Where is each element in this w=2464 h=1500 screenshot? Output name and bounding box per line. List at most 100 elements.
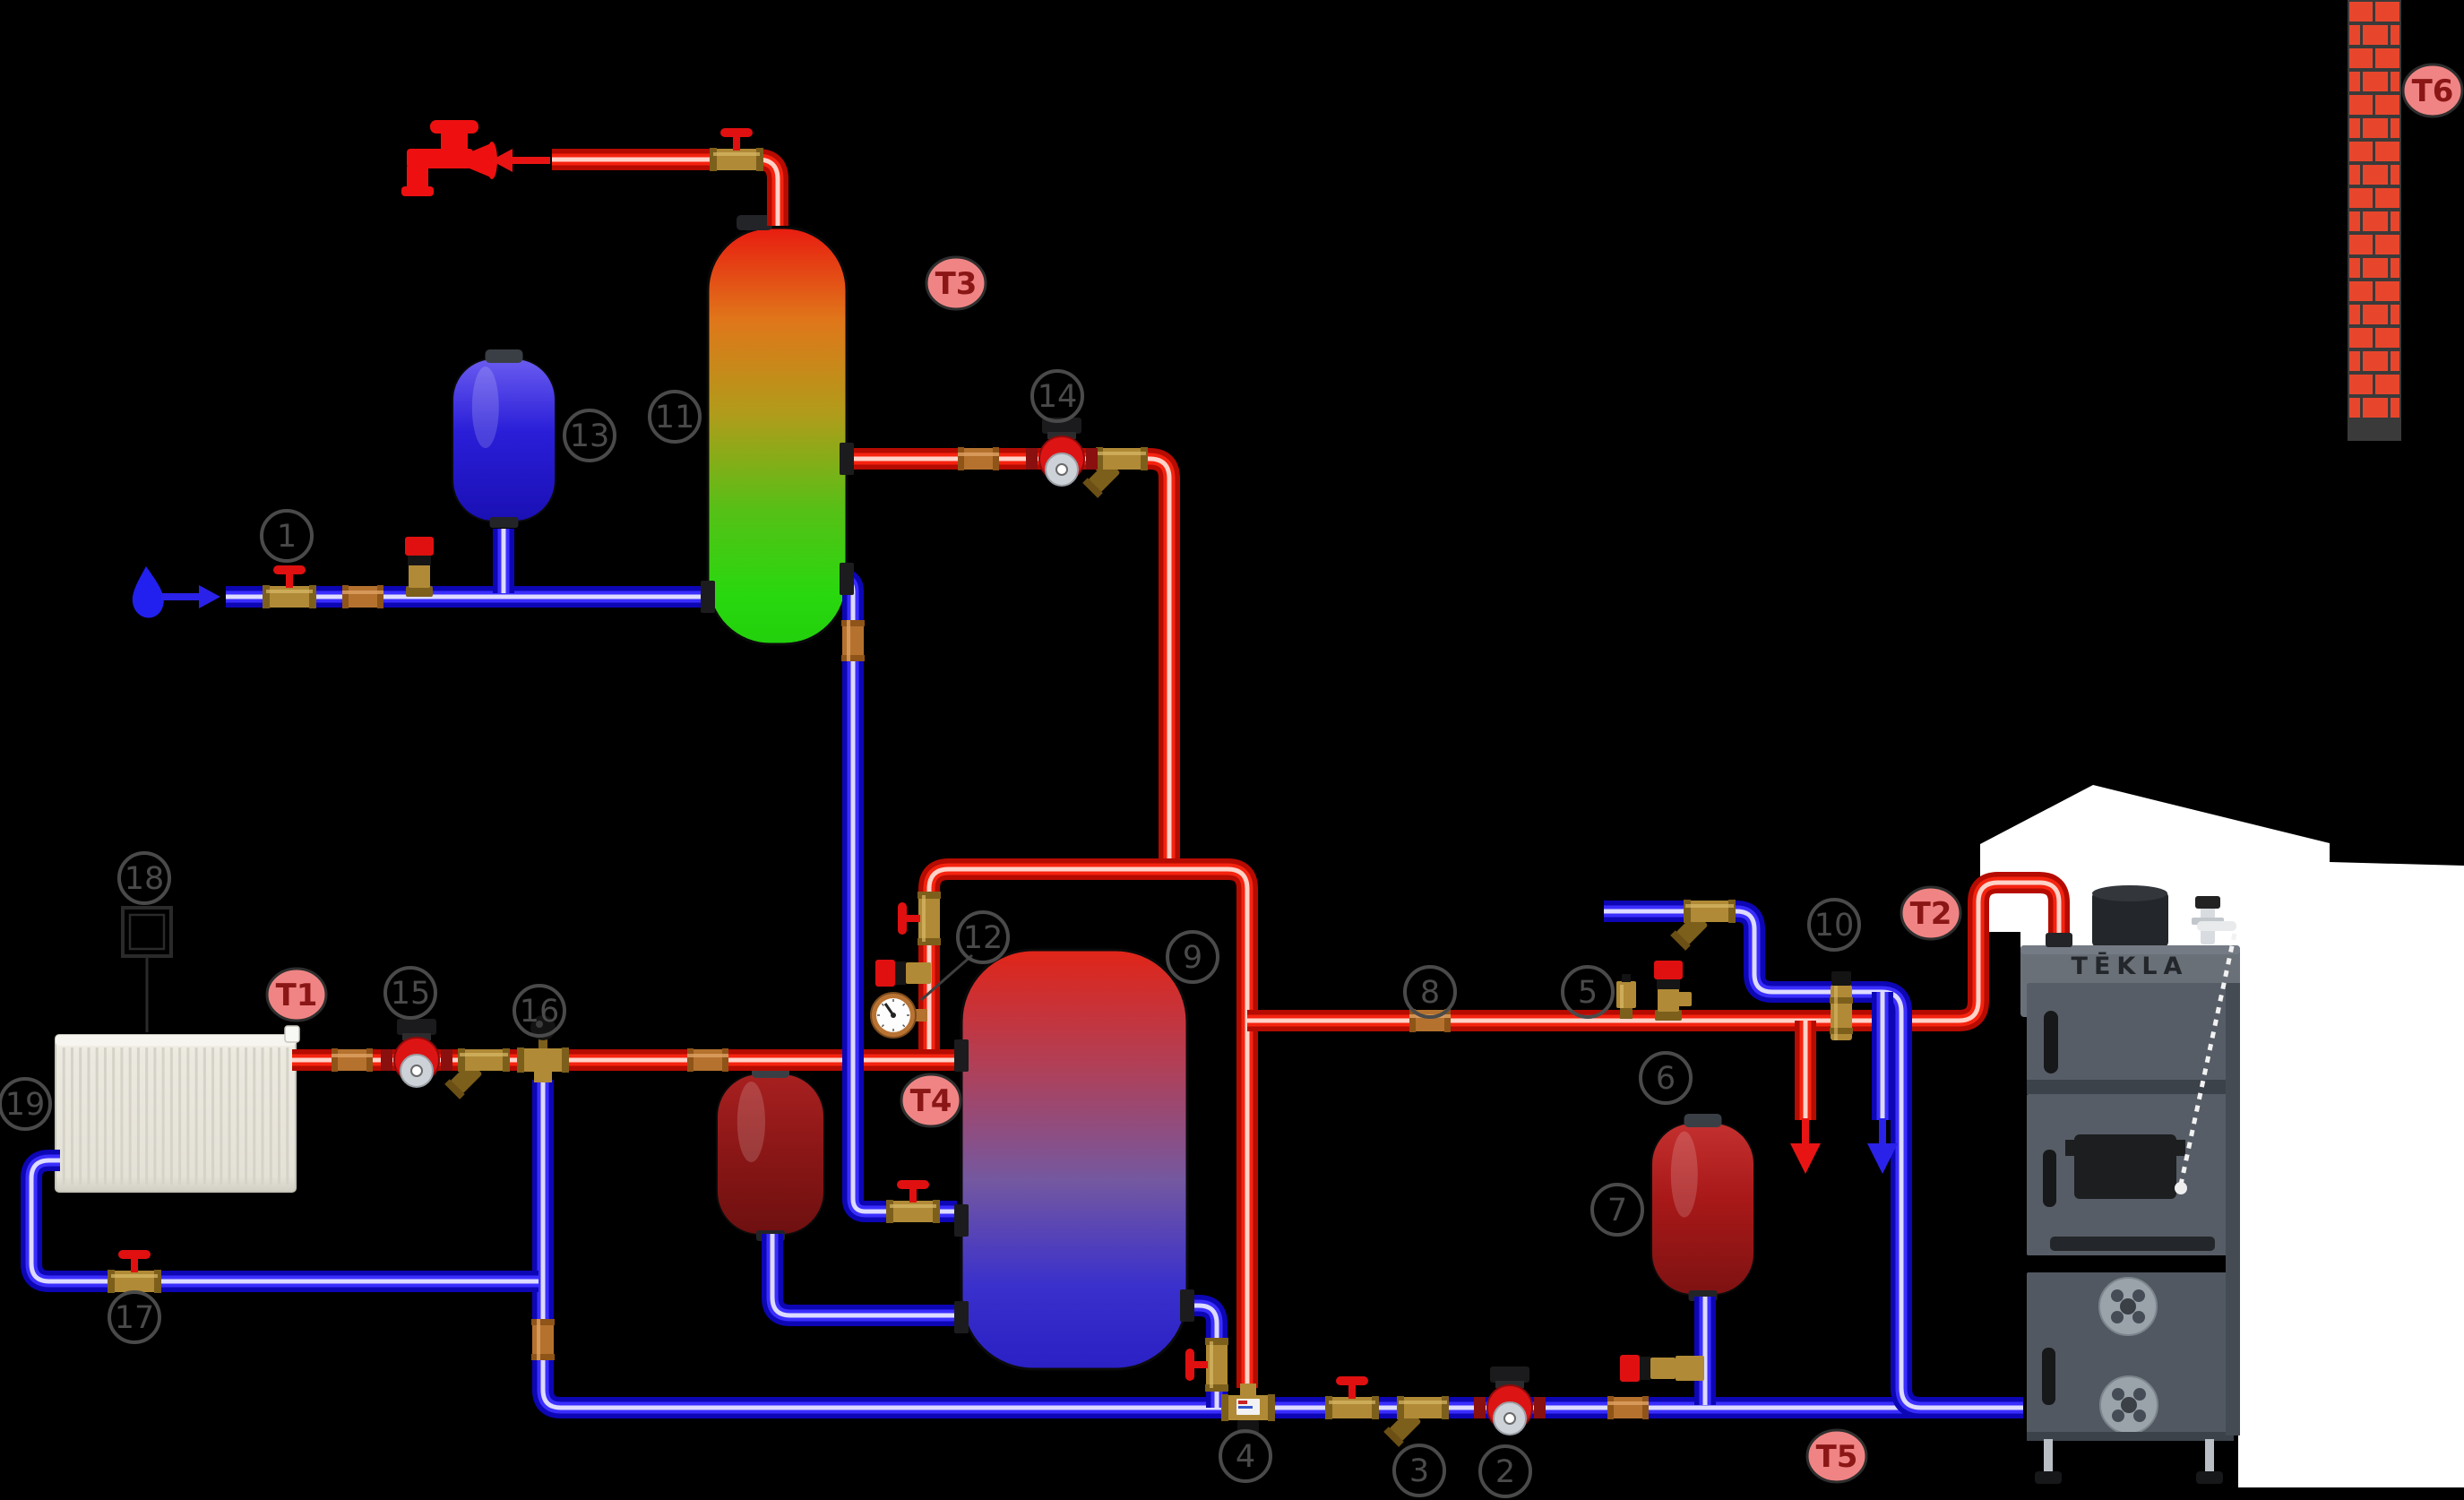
fill-flow-arrow <box>161 585 220 608</box>
tank9-port <box>1180 1289 1194 1322</box>
temp-label-T3: T3 <box>925 255 987 311</box>
buffer-tank-9 <box>960 948 1189 1371</box>
brick-chimney <box>2348 0 2401 441</box>
pipe-hot-header <box>918 858 1258 1388</box>
label-4: 4 <box>1219 1429 1272 1483</box>
svg-text:T5: T5 <box>1816 1439 1858 1475</box>
room-thermostat-18 <box>121 906 173 1032</box>
svg-text:3: 3 <box>1409 1453 1429 1489</box>
circuit-return-arrow <box>1867 1118 1898 1174</box>
label-9: 9 <box>1166 930 1219 984</box>
label-16: 16 <box>513 984 566 1038</box>
vessel7-safety-valve <box>1620 1355 1704 1382</box>
coupling <box>332 1048 373 1072</box>
tank9-port <box>954 1204 969 1237</box>
pump-14 <box>1026 418 1098 487</box>
strainer <box>1082 447 1148 498</box>
label-11: 11 <box>648 390 702 444</box>
components <box>108 120 2072 1447</box>
svg-text:14: 14 <box>1038 379 1078 415</box>
temp-label-T5: T5 <box>1805 1428 1868 1484</box>
expansion-vessel-7 <box>1650 1114 1755 1301</box>
label-14: 14 <box>1030 369 1084 423</box>
thermometer-12 <box>870 992 927 1039</box>
label-3: 3 <box>1392 1444 1446 1497</box>
svg-text:10: 10 <box>1814 908 1855 944</box>
label-17: 17 <box>108 1290 161 1344</box>
fill-safety-valve <box>405 537 434 597</box>
blower-cover-icon <box>2099 1375 2158 1435</box>
svg-text:4: 4 <box>1236 1439 1255 1475</box>
tap-flow-arrow <box>491 149 550 172</box>
circuit-supply-arrow <box>1790 1118 1821 1174</box>
svg-text:11: 11 <box>655 400 695 435</box>
strainer-3 <box>1383 1396 1449 1447</box>
label-5: 5 <box>1561 965 1615 1019</box>
expansion-vessel-13 <box>452 349 556 528</box>
svg-text:T3: T3 <box>935 266 978 302</box>
boiler-leg <box>2035 1439 2062 1484</box>
coupling <box>1607 1396 1649 1419</box>
label-8: 8 <box>1403 965 1457 1019</box>
label-2: 2 <box>1478 1444 1532 1498</box>
svg-text:5: 5 <box>1578 975 1598 1011</box>
svg-text:TĒKLA: TĒKLA <box>2072 952 2189 980</box>
riser-valve <box>886 1180 940 1223</box>
label12-pointer <box>920 953 973 1002</box>
air-damper-box <box>2065 1134 2185 1199</box>
svg-text:18: 18 <box>125 861 165 897</box>
tap-line-valve <box>710 128 763 171</box>
tank9-port <box>954 1039 969 1072</box>
svg-text:T2: T2 <box>1910 896 1952 932</box>
label-1: 1 <box>260 509 314 563</box>
return-strainer <box>1670 900 1736 951</box>
strainer <box>444 1048 510 1099</box>
pipe-dhw-out <box>844 448 1180 867</box>
label-15: 15 <box>383 966 437 1020</box>
label-7: 7 <box>1590 1183 1644 1237</box>
fill-valve-1 <box>263 565 316 608</box>
air-vent-5 <box>1616 974 1636 1019</box>
tank11-port <box>840 563 854 595</box>
coupling <box>531 1319 555 1360</box>
label-10: 10 <box>1807 898 1861 952</box>
label-18: 18 <box>117 851 171 905</box>
temp-label-T4: T4 <box>900 1073 962 1128</box>
regulator-chain-icon <box>2175 933 2237 1194</box>
coupling <box>342 585 383 608</box>
buffer-drop-valve <box>1185 1338 1228 1392</box>
label-19: 19 <box>0 1077 52 1131</box>
dhw-tank-11 <box>706 215 849 646</box>
label-12: 12 <box>956 910 1010 964</box>
label-6: 6 <box>1639 1051 1693 1105</box>
svg-text:1: 1 <box>277 519 297 555</box>
tank11-port <box>701 581 715 613</box>
temp-label-T6: T6 <box>2401 63 2464 118</box>
radiator-19 <box>55 1025 300 1193</box>
svg-text:T1: T1 <box>276 978 318 1013</box>
blower-cover-icon <box>2098 1277 2158 1336</box>
pipe-boiler-supply <box>1247 872 2070 1031</box>
gauge-line-safety-valve <box>875 960 931 987</box>
valve-10 <box>1830 971 1853 1040</box>
temp-label-T1: T1 <box>265 967 328 1022</box>
valve-4 <box>1221 1384 1275 1434</box>
svg-text:6: 6 <box>1656 1061 1676 1097</box>
cold-water-droplet-icon <box>132 566 164 618</box>
svg-text:19: 19 <box>5 1087 46 1123</box>
svg-text:13: 13 <box>570 418 610 454</box>
valve-17 <box>108 1250 161 1293</box>
temp-label-T2: T2 <box>1900 885 1962 941</box>
safety-valve-6 <box>1654 961 1692 1021</box>
coupling <box>687 1048 728 1072</box>
svg-text:T6: T6 <box>2412 73 2454 109</box>
svg-text:2: 2 <box>1495 1454 1515 1490</box>
pump-2 <box>1474 1366 1546 1435</box>
tank9-port <box>954 1301 969 1333</box>
svg-text:7: 7 <box>1607 1193 1627 1228</box>
boiler-leg <box>2196 1439 2223 1484</box>
label-13: 13 <box>563 409 616 462</box>
